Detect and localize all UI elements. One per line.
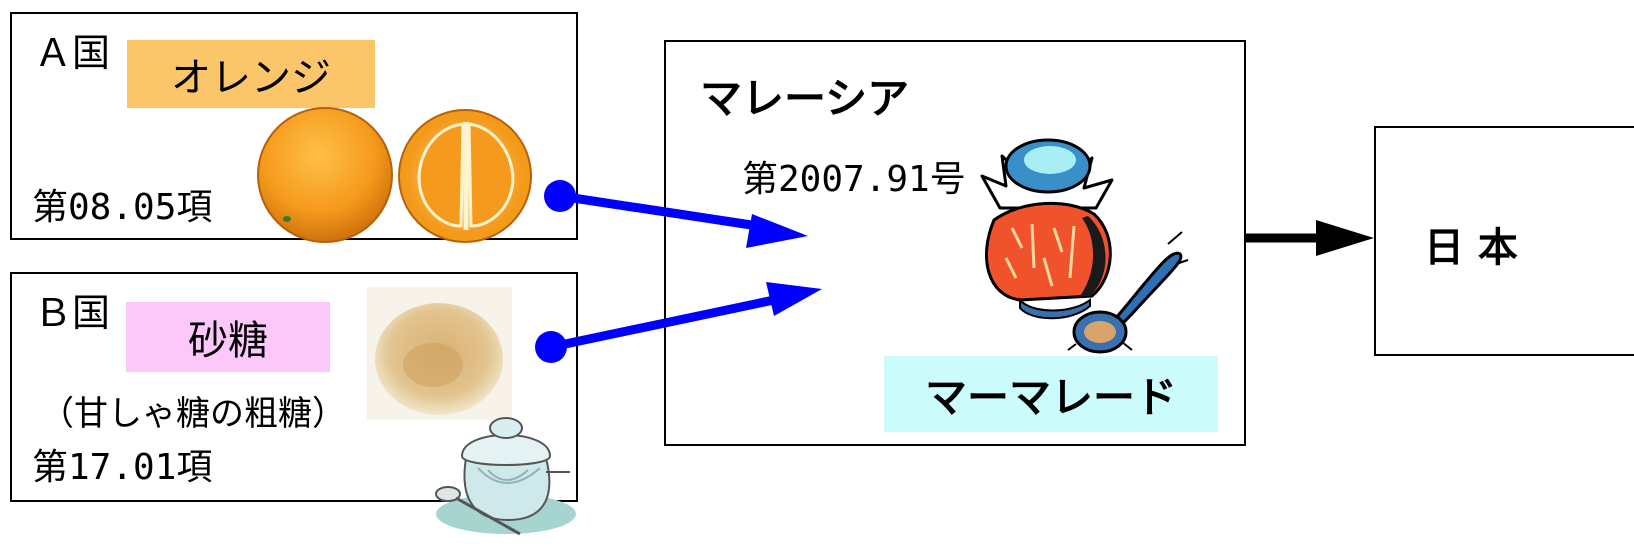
sugar-import-arrow — [535, 282, 822, 363]
marmalade-jar-icon — [980, 138, 1189, 354]
processing-product-label: マーマレード — [884, 356, 1218, 432]
export-arrow — [1246, 220, 1374, 256]
processing-tariff-code: 第2007.91号 — [742, 159, 966, 200]
orange-import-arrow — [544, 180, 808, 248]
processing-country-name: マレーシア — [700, 74, 910, 123]
country-b-product-note: （甘しゃ糖の粗糖） — [40, 394, 346, 434]
country-a-tariff-code: 第08.05項 — [32, 187, 213, 228]
country-b-product-label: 砂糖 — [126, 302, 330, 372]
destination-box — [1374, 126, 1634, 356]
raw-sugar-icon — [367, 287, 512, 420]
destination-name: 日 本 — [1424, 225, 1518, 271]
country-a-product-label: オレンジ — [127, 40, 375, 108]
orange-icon — [257, 107, 532, 243]
sugar-bowl-icon — [435, 417, 576, 536]
country-b-name: Ｂ国 — [34, 291, 111, 335]
country-b-tariff-code: 第17.01項 — [32, 447, 213, 488]
country-a-name: Ａ国 — [34, 31, 111, 75]
